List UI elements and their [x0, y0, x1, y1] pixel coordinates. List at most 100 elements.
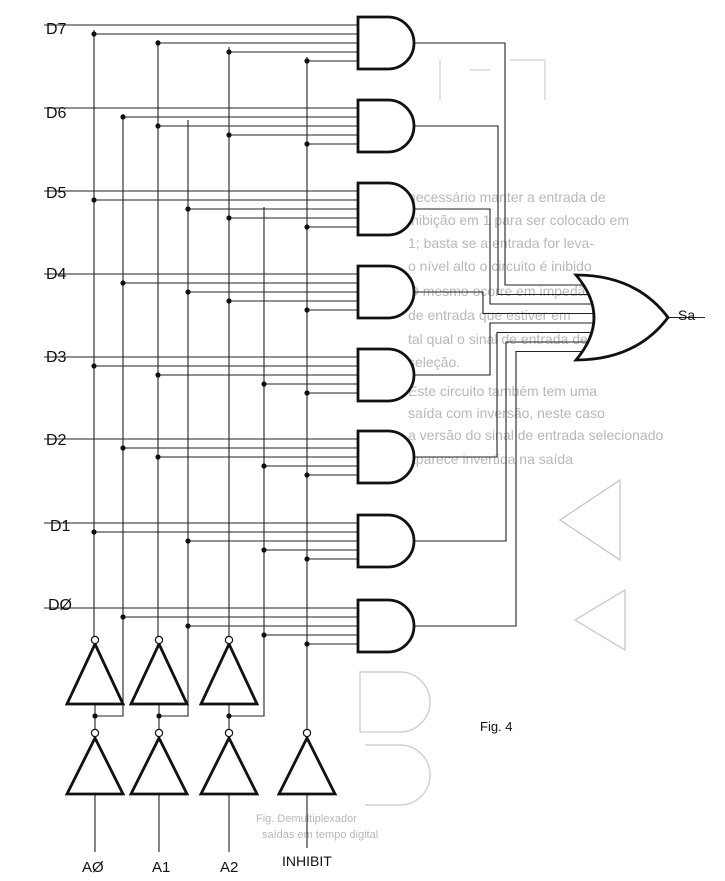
junction-dot [304, 472, 310, 478]
complement-link [229, 637, 265, 717]
ghost-triangle [558, 478, 621, 562]
junction-dot [185, 289, 191, 295]
junction-dot [226, 132, 232, 138]
and-gate-d3 [356, 347, 416, 403]
junction-dot [304, 390, 310, 396]
figure-label: Fig. 4 [480, 719, 513, 734]
inversion-bubble [90, 635, 100, 645]
gate-output-line [414, 322, 604, 376]
junction-dot [304, 307, 310, 313]
select-label-a1: A1 [152, 859, 170, 876]
junction-dot [120, 614, 126, 620]
inversion-bubble [302, 728, 312, 738]
inverter-a0 [64, 640, 126, 706]
input-label-d2: D2 [46, 432, 67, 449]
input-buffer-a2 [198, 734, 260, 796]
and-gate-d2 [356, 429, 416, 485]
junction-dot [261, 632, 267, 638]
inverter-a1 [128, 640, 190, 706]
bleed-text-line: necessário manter a entrada de [408, 189, 606, 205]
input-buffer-a1 [128, 734, 190, 796]
inversion-bubble [224, 635, 234, 645]
gate-output-line [414, 291, 604, 315]
complement-link [95, 637, 124, 717]
junction-dot [261, 547, 267, 553]
wiring [44, 24, 705, 852]
and-gate-d7 [356, 15, 416, 71]
junction-dot [226, 298, 232, 304]
bleed-text-line: tal qual o sinal de entrada de [408, 331, 588, 347]
input-label-d3: D3 [46, 349, 67, 366]
junction-dot [261, 463, 267, 469]
junction-dot [304, 556, 310, 562]
junction-dot [155, 40, 161, 46]
gate-output-line [414, 350, 604, 627]
inversion-bubble [154, 728, 164, 738]
buffers [64, 635, 338, 796]
bleed-text-line: Este circuito também tem uma [408, 383, 597, 399]
gate-output-line [414, 208, 604, 305]
bleed-text-line: de entrada que estiver em [408, 307, 571, 323]
and-gate-d6 [356, 98, 416, 154]
or-gate [572, 273, 670, 362]
bleed-text-line: seleção. [408, 354, 460, 370]
complement-link [159, 637, 189, 717]
inversion-bubble [224, 728, 234, 738]
junction-dot [155, 372, 161, 378]
and-gate-d4 [356, 264, 416, 320]
bleed-text-line: a versão do sinal de entrada selecionado [408, 427, 664, 443]
inversion-bubble [90, 728, 100, 738]
junction-dot [304, 141, 310, 147]
gate-output-line [414, 331, 604, 458]
input-label-d1: D1 [50, 518, 71, 535]
gate-output-line [414, 341, 604, 542]
junction-dot [185, 623, 191, 629]
inversion-bubble [154, 635, 164, 645]
junction-dot [91, 197, 97, 203]
junction-dot [91, 529, 97, 535]
junction-dot [156, 713, 162, 719]
junction-dot [185, 206, 191, 212]
select-label-a2: A2 [220, 859, 238, 876]
junction-dot [185, 538, 191, 544]
junction-dot [155, 454, 161, 460]
input-buffer-a0 [64, 734, 126, 796]
bleed-note-line: saídas em tempo digital [262, 829, 378, 841]
input-label-d0: DØ [48, 597, 72, 614]
input-label-d4: D4 [46, 266, 67, 283]
logic-gates [356, 15, 670, 654]
input-label-d7: D7 [46, 21, 67, 38]
input-label-d6: D6 [46, 105, 67, 122]
and-gate-d0 [356, 598, 416, 654]
junction-dot [304, 641, 310, 647]
junction-dot [261, 381, 267, 387]
junction-dot [92, 713, 98, 719]
ghost-gate [359, 671, 431, 733]
input-buffer-inhibit [276, 734, 338, 796]
bleed-text-line: o nível alto o circuito é inibido [408, 258, 592, 274]
inverter-a2 [198, 640, 260, 706]
junction-dot [304, 224, 310, 230]
labels: D7 D6 D5 D4 D3 D2 D1 DØ AØ A1 A2 INHIBIT… [46, 21, 695, 876]
select-label-inhibit: INHIBIT [282, 853, 332, 869]
and-gate-d1 [356, 513, 416, 569]
junction-dot [120, 445, 126, 451]
junctions [91, 31, 310, 719]
junction-dot [304, 58, 310, 64]
bleed-text-line: 1; basta se a entrada for leva- [408, 235, 594, 251]
bleed-text-line: aparece invertida na saída [408, 451, 573, 467]
input-label-d5: D5 [46, 185, 67, 202]
junction-dot [120, 280, 126, 286]
junction-dot [226, 713, 232, 719]
and-gate-d5 [356, 181, 416, 237]
gate-output-line [414, 125, 604, 296]
junction-dot [91, 363, 97, 369]
output-label: Sa [678, 307, 695, 323]
junction-dot [120, 114, 126, 120]
ghost-gate [365, 744, 431, 806]
junction-dot [155, 123, 161, 129]
junction-dot [226, 215, 232, 221]
ghost-triangle [573, 588, 626, 652]
